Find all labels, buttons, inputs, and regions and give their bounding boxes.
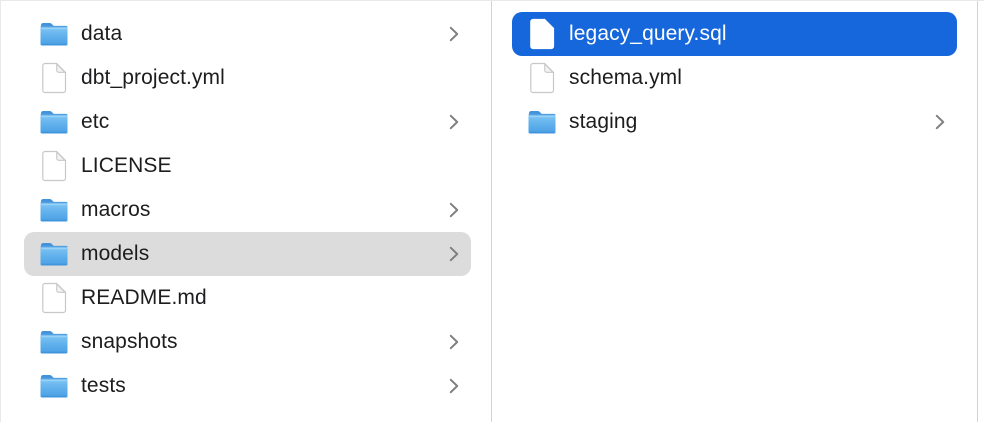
row-staging[interactable]: staging [512,100,957,144]
item-label: models [81,242,150,265]
finder-column-parent: data dbt_project.yml [0,1,492,422]
document-icon [526,17,557,51]
row-tests[interactable]: tests [24,364,471,408]
row-dbt_project.yml[interactable]: dbt_project.yml [24,56,471,100]
chevron-right-icon [449,378,459,394]
item-label: staging [569,110,638,133]
row-macros[interactable]: macros [24,188,471,232]
folder-icon [38,105,69,139]
item-label: legacy_query.sql [569,22,727,45]
item-label: README.md [81,286,207,309]
folder-icon [38,369,69,403]
row-schema.yml[interactable]: schema.yml [512,56,957,100]
chevron-right-icon [449,26,459,42]
folder-icon [38,237,69,271]
finder-column-empty [978,1,984,422]
folder-icon [38,325,69,359]
chevron-right-icon [449,114,459,130]
document-icon [38,149,69,183]
item-label: schema.yml [569,66,683,89]
item-label: data [81,22,123,45]
chevron-right-icon [449,246,459,262]
folder-icon [38,193,69,227]
chevron-right-icon [935,114,945,130]
item-label: LICENSE [81,154,172,177]
chevron-right-icon [449,202,459,218]
row-snapshots[interactable]: snapshots [24,320,471,364]
item-label: etc [81,110,110,133]
chevron-right-icon [449,334,459,350]
item-label: tests [81,374,126,397]
document-icon [526,61,557,95]
row-README.md[interactable]: README.md [24,276,471,320]
finder-column-contents: legacy_query.sql schema.yml [492,1,978,422]
row-LICENSE[interactable]: LICENSE [24,144,471,188]
row-etc[interactable]: etc [24,100,471,144]
folder-icon [38,17,69,51]
row-legacy_query.sql[interactable]: legacy_query.sql [512,12,957,56]
document-icon [38,281,69,315]
row-models[interactable]: models [24,232,471,276]
row-data[interactable]: data [24,12,471,56]
item-label: macros [81,198,151,221]
item-label: dbt_project.yml [81,66,225,89]
folder-icon [526,105,557,139]
item-label: snapshots [81,330,178,353]
document-icon [38,61,69,95]
